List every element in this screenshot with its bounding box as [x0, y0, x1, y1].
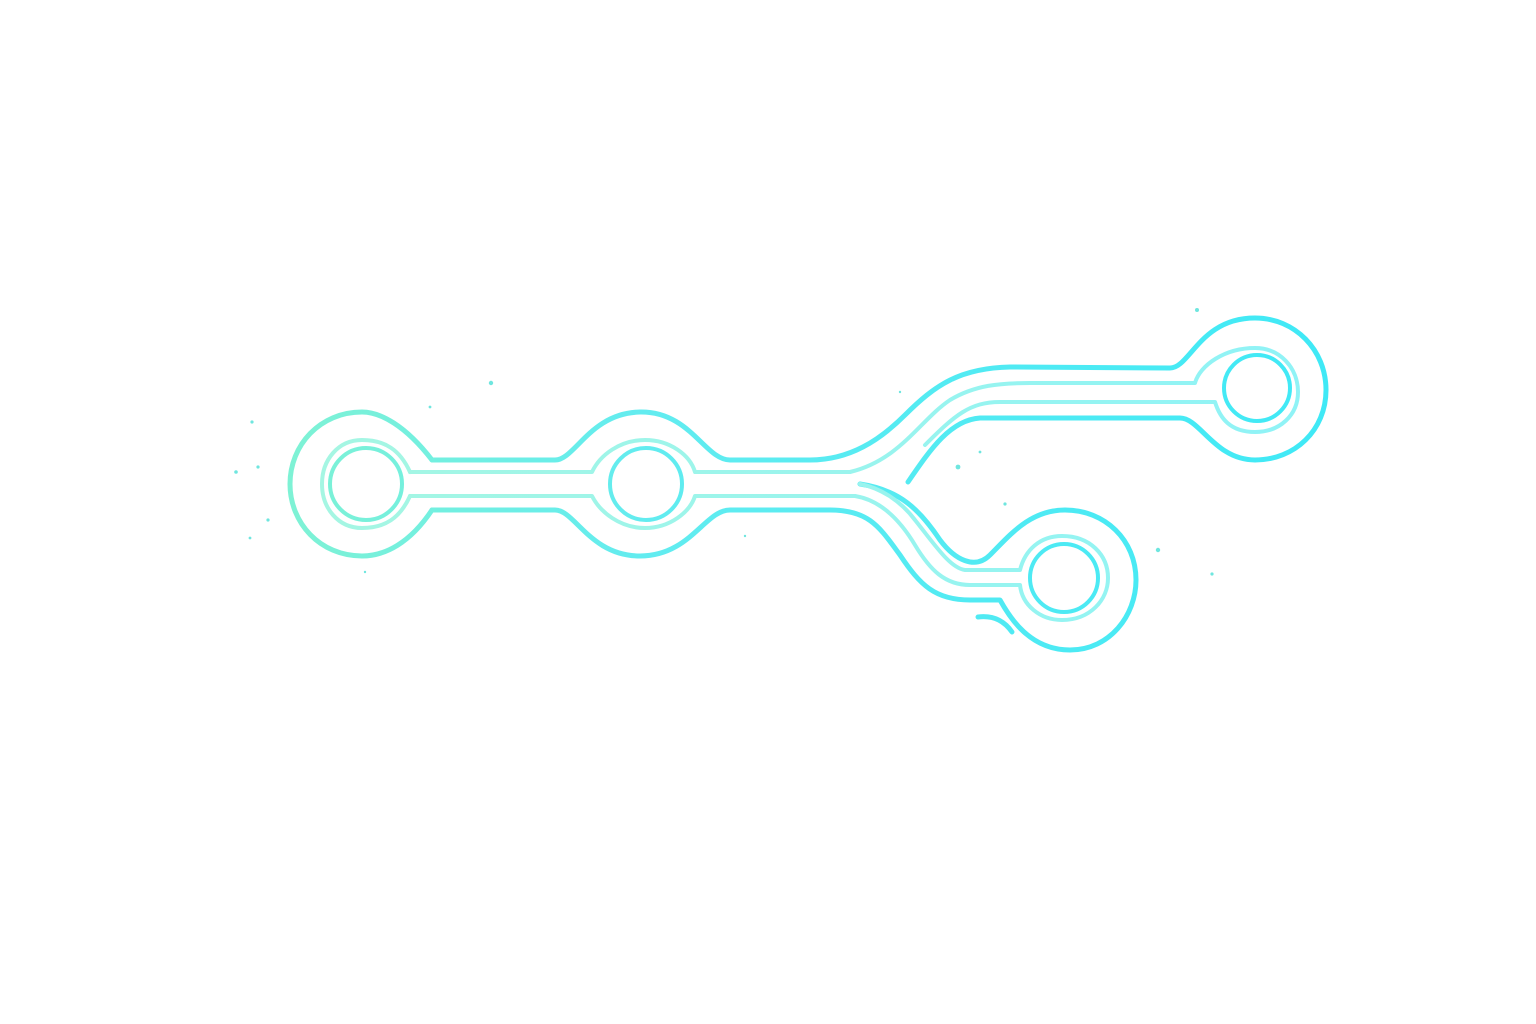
node-1-inner-ring [320, 438, 412, 530]
sparkle-dots [234, 308, 1214, 576]
node-3-hole [1222, 353, 1292, 423]
node-1-hole [328, 446, 404, 522]
inner-bottom-line [408, 494, 857, 530]
top-connector [429, 315, 1329, 485]
node-2-hole [608, 446, 684, 522]
bottom-connector [429, 481, 1139, 653]
node-4-hole [1028, 542, 1100, 614]
inner-channel [320, 346, 1300, 622]
inner-upper-branch [848, 346, 1300, 474]
inner-top-line [408, 438, 852, 474]
outer-outline [287, 315, 1329, 653]
inner-lower-branch [853, 482, 1110, 622]
node-1-outer [287, 409, 435, 559]
node-holes [328, 353, 1292, 614]
tail-stroke [975, 614, 1015, 635]
